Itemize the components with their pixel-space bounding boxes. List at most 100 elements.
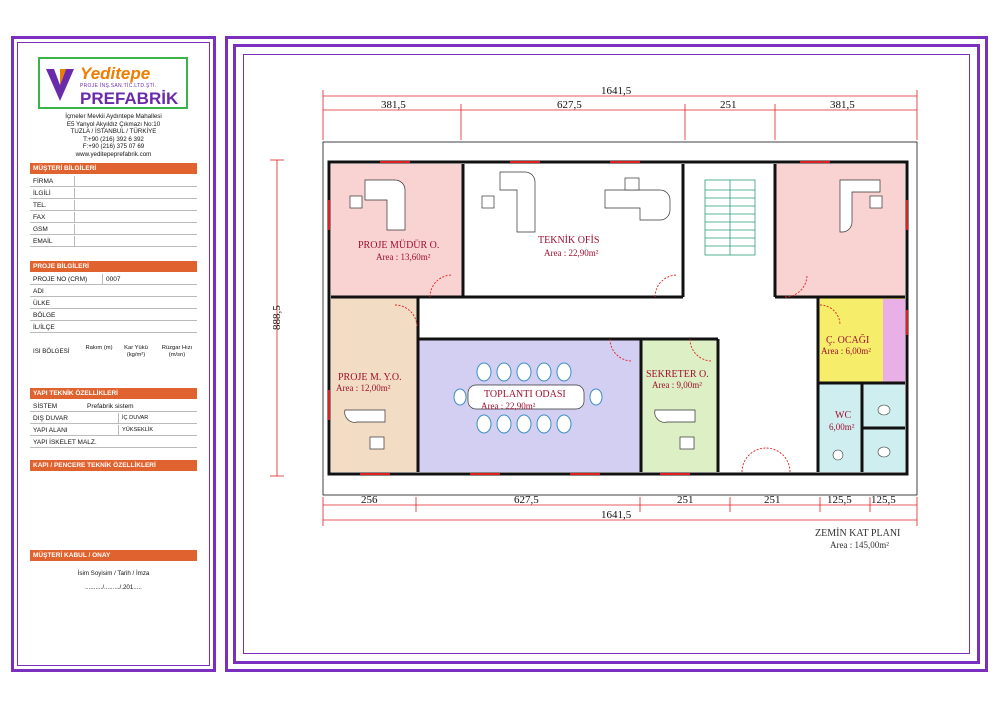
company-logo: Yeditepe PROJE İNŞ.SAN.TİC.LTD.ŞTİ. PREF…: [38, 57, 188, 109]
dim-top-total: 1641,5: [601, 85, 632, 97]
room-name: PROJE MÜDÜR O.: [358, 239, 439, 251]
dimension-lines: [270, 90, 918, 526]
field-bolge: BÖLGE: [30, 310, 197, 322]
field-fax: FAX: [30, 212, 197, 224]
field-iskelet: YAPI İSKELET MALZ.: [30, 437, 197, 449]
left-panel-frame-inner: [17, 42, 210, 666]
room-name: WC: [835, 410, 851, 421]
left-panel-frame-outer: [11, 36, 216, 672]
structure-header: YAPI TEKNİK ÖZELLİKLERİ: [30, 388, 197, 399]
field-email: EMAİL: [30, 236, 197, 248]
field-label: ÜLKE: [33, 300, 50, 307]
field-il-ilce: İL/İLÇE: [30, 322, 197, 334]
field-label: YAPI ALANI: [33, 427, 68, 434]
field-ulke: ÜLKE: [30, 298, 197, 310]
dim-bottom-total: 1641,5: [601, 509, 632, 521]
drawing-frame-inner: [233, 44, 980, 664]
field-label: SİSTEM: [33, 403, 58, 410]
room-labels: PROJE MÜDÜR O. Area : 13,60m² TEKNİK OFİ…: [336, 234, 871, 432]
wc-fixtures: [832, 404, 891, 461]
logo-text-prefabrik: PREFABRİK: [80, 89, 179, 108]
plan-area: Area : 145,00m²: [830, 540, 889, 550]
room-name: SEKRETER O.: [646, 369, 709, 380]
dim-bottom-f: 125,5: [871, 494, 896, 506]
field-label: İL/İLÇE: [33, 324, 55, 331]
staircase: [704, 179, 756, 256]
field-value[interactable]: [74, 212, 78, 223]
field-ic-duvar: İÇ DUVAR: [118, 413, 148, 424]
meeting-table: [453, 362, 603, 434]
field-label: İLGİLİ: [33, 190, 51, 197]
field-value[interactable]: [74, 200, 78, 211]
field-firma: FİRMA: [30, 176, 197, 188]
room-area: 6,00m²: [829, 422, 855, 432]
field-label: YAPI İSKELET MALZ.: [33, 439, 97, 446]
dim-top-b: 627,5: [557, 99, 582, 111]
office-desks: [344, 171, 883, 450]
field-label: GSM: [33, 226, 48, 233]
logo-text-yeditepe: Yeditepe: [80, 64, 151, 83]
project-info-header: PROJE BİLGİLERİ: [30, 261, 197, 272]
phone-line: T:+90 (216) 392 6 392: [83, 135, 144, 143]
field-label: ADI: [33, 288, 44, 295]
company-address: İçmeler Mevkii Aydıntepe Mahallesi E5 Ya…: [30, 113, 197, 159]
date-placeholder: ........../........./.201.....: [85, 584, 142, 591]
room-area: Area : 9,00m²: [652, 380, 702, 390]
room-area: Area : 22,90m²: [481, 401, 536, 411]
signature-label: İsim Soyisim / Tarih / İmza: [77, 570, 150, 577]
dim-bottom-a: 256: [361, 494, 378, 506]
field-value: Prefabrik sistem: [87, 403, 134, 410]
field-label: FİRMA: [33, 178, 54, 185]
label-isi-bolgesi: ISI BÖLGESİ: [33, 348, 70, 355]
label-rakim: Rakım (m): [85, 345, 113, 351]
room-name: Ç. OCAĞI: [826, 334, 869, 346]
field-adi: ADI: [30, 286, 197, 298]
dim-bottom-b: 627,5: [514, 494, 539, 506]
room-sekreter-fill: [641, 339, 718, 472]
room-area: Area : 6,00m²: [821, 346, 871, 356]
door-window-header: KAPI / PENCERE TEKNİK ÖZELLİKLERİ: [30, 460, 197, 471]
field-value[interactable]: [74, 236, 78, 247]
room-teknik-ofis-fill: [463, 164, 683, 297]
logo-text-subtitle: PROJE İNŞ.SAN.TİC.LTD.ŞTİ.: [80, 83, 157, 89]
field-label: TEL.: [33, 202, 47, 209]
field-yapi-alani: YAPI ALANI YÜKSEKLİK: [30, 425, 197, 437]
plan-title: ZEMİN KAT PLANI: [815, 527, 900, 539]
dim-bottom-e: 125,5: [827, 494, 852, 506]
field-ilgili: İLGİLİ: [30, 188, 197, 200]
label-ruzgar: Rüzgar Hızı (m/sn): [161, 345, 193, 358]
address-line: İçmeler Mevkii Aydıntepe Mahallesi: [65, 113, 162, 120]
website-line: www.yeditepeprefabrik.com: [75, 150, 152, 158]
address-line: TUZLA / İSTANBUL / TÜRKİYE: [70, 128, 157, 136]
room-name: TEKNİK OFİS: [538, 234, 599, 246]
logo-v-mark-icon: [46, 69, 74, 101]
room-name: PROJE M. Y.O.: [338, 372, 402, 383]
field-dis-duvar: DIŞ DUVAR İÇ DUVAR: [30, 413, 197, 425]
dim-side: 888,5: [271, 305, 283, 330]
dim-top-c: 251: [720, 99, 737, 111]
field-yukseklik: YÜKSEKLİK: [118, 425, 153, 436]
customer-info-header: MÜŞTERİ BİLGİLERİ: [30, 163, 197, 174]
field-label: PROJE NO (CRM): [33, 276, 88, 283]
room-area: Area : 13,60m²: [376, 252, 431, 262]
field-proje-no: PROJE NO (CRM) 0007: [30, 274, 197, 286]
field-value[interactable]: [74, 224, 78, 235]
field-value[interactable]: 0007: [102, 274, 120, 285]
fax-line: F:+90 (216) 375 07 69: [82, 143, 145, 151]
dim-top-d: 381,5: [830, 99, 855, 111]
building-outline: [322, 141, 918, 496]
field-value[interactable]: [74, 188, 78, 199]
field-label: DIŞ DUVAR: [33, 415, 68, 422]
label-kar-yuku: Kar Yükü (kg/m²): [124, 345, 148, 358]
window-marks: [328, 161, 908, 475]
dim-bottom-c: 251: [677, 494, 694, 506]
room-area: Area : 22,90m²: [544, 248, 599, 258]
field-sistem: SİSTEM Prefabrik sistem: [30, 401, 197, 413]
room-name: TOPLANTI ODASI: [484, 389, 566, 400]
field-tel: TEL.: [30, 200, 197, 212]
field-value[interactable]: [74, 176, 78, 187]
field-label: EMAİL: [33, 238, 53, 245]
title-block: Yeditepe PROJE İNŞ.SAN.TİC.LTD.ŞTİ. PREF…: [30, 55, 197, 655]
dim-bottom-d: 251: [764, 494, 781, 506]
dimension-texts: 1641,5 381,5 627,5 251 381,5 256 627,5 2…: [271, 85, 896, 521]
